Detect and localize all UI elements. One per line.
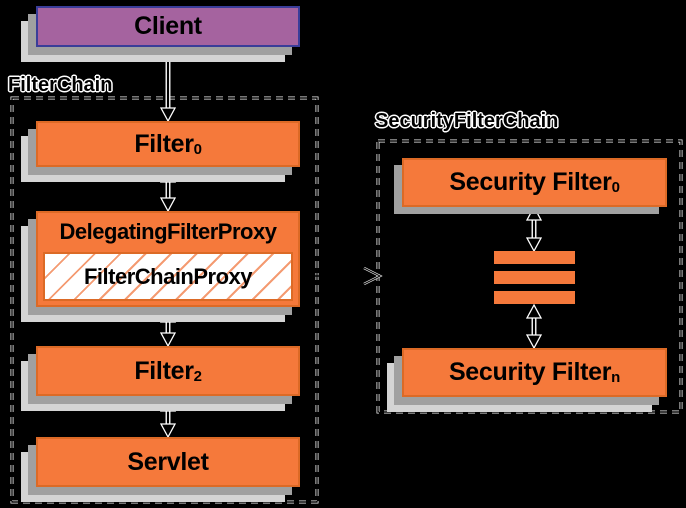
security-filter0-label: Security Filter [449,168,612,196]
filter-stack-bar-2 [494,271,575,284]
arrow-stack-securityfiltern-icon [525,303,543,350]
filter2-subscript: 2 [193,367,202,385]
arrow-client-filter0-icon [159,45,177,123]
security-filtern-subscript: n [611,369,621,387]
filter-stack-bar-3 [494,291,575,304]
filter-stack-bar-1 [494,251,575,264]
arrow-filter2-servlet-icon [159,396,177,439]
filter2-label: Filter [134,356,194,385]
servlet-box: Servlet [36,437,300,487]
client-label: Client [134,12,202,40]
servlet-label: Servlet [127,447,209,476]
arrow-delegatingfilterproxy-filter2-icon [159,307,177,348]
filterchain-section-label: FilterChain [8,74,113,96]
client-box: Client [36,6,300,47]
filter0-label: Filter [134,129,194,158]
securityfilterchain-section-label: SecurityFilterChain [375,110,559,132]
filter-chain-proxy-label: FilterChainProxy [83,263,253,289]
arrow-securityfilter0-stack-icon [525,205,543,253]
arrow-filter0-delegatingfilterproxy-icon [159,167,177,213]
filterchainproxy-to-securityfilterchain-arrow-icon [301,266,383,286]
security-filter0-subscript: 0 [611,179,620,197]
filter-chain-proxy-box: FilterChainProxy [43,252,293,301]
delegating-filter-proxy-label: DelegatingFilterProxy [59,219,277,244]
delegating-filter-proxy-box: DelegatingFilterProxy FilterChainProxy [36,211,300,307]
security-filtern-label: Security Filter [448,358,612,386]
filter0-subscript: 0 [193,140,202,158]
